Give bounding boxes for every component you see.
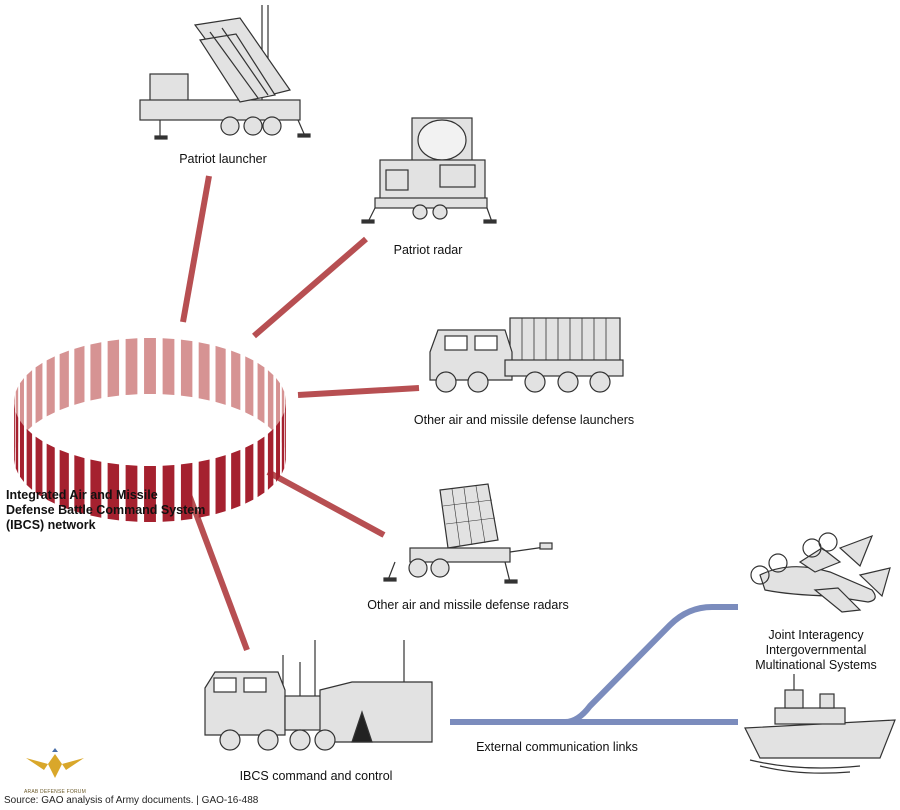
ring-segment-back <box>215 345 226 405</box>
external-links <box>450 604 738 725</box>
external-link-main <box>450 604 738 725</box>
command-control-icon <box>204 640 433 751</box>
connector-patriot-radar <box>252 236 368 339</box>
label-patriot-launcher: Patriot launcher <box>179 152 267 166</box>
ring-segment-front <box>285 403 286 466</box>
label-patriot-radar: Patriot radar <box>393 243 463 257</box>
ring-segment-front <box>14 403 15 466</box>
ring-segment-back <box>231 350 241 411</box>
connector-other-launchers <box>297 385 420 398</box>
label-other-radars: Other air and missile defense radars <box>367 598 569 612</box>
label-other-launchers: Other air and missile defense launchers <box>413 413 635 427</box>
ring-segment-front <box>125 464 138 522</box>
ring-segment-back <box>107 339 120 398</box>
ring-segment-back <box>257 362 265 424</box>
ring-segment-front <box>35 436 43 498</box>
connector-command-control <box>185 490 250 652</box>
aircraft-icon <box>750 532 891 613</box>
ring-segment-back <box>74 345 85 405</box>
ring-segment-front <box>59 449 69 510</box>
ring-segment-front <box>144 465 156 522</box>
ring-segment-back <box>198 342 210 401</box>
patriot-radar-icon <box>361 117 497 224</box>
ring-segment-front <box>74 455 85 515</box>
ring-segment-back <box>245 356 254 417</box>
ring-segment-front <box>267 428 274 490</box>
ibcs-ring <box>14 338 286 522</box>
label-command-control: IBCS command and control <box>239 769 393 783</box>
source-note: Source: GAO analysis of Army documents. … <box>4 795 259 806</box>
ring-segment-back <box>144 338 156 395</box>
ring-segment-back <box>59 350 69 411</box>
connector-other-radars <box>266 469 386 538</box>
ring-segment-front <box>231 449 241 510</box>
ring-segment-front <box>257 436 265 498</box>
ring-segment-back <box>267 370 274 432</box>
network-connectors <box>180 175 420 652</box>
ring-segment-front <box>26 428 33 490</box>
ring-segment-front <box>19 420 24 483</box>
patriot-launcher-icon <box>139 5 311 140</box>
ring-segment-front <box>180 462 193 521</box>
ring-segment-front <box>215 455 226 515</box>
ring-segment-back <box>162 338 175 396</box>
other-launchers-icon <box>429 317 624 393</box>
label-joint-systems: Joint Interagency Intergovernmental Mult… <box>755 628 877 672</box>
ring-segment-front <box>90 459 102 518</box>
ring-segment-front <box>107 462 120 521</box>
ring-segment-back <box>125 338 138 396</box>
ring-segment-front <box>162 464 175 522</box>
label-external-links: External communication links <box>476 740 638 754</box>
ship-icon <box>744 674 896 774</box>
ring-segment-front <box>198 459 210 518</box>
ibcs-network-label: Integrated Air and Missile Defense Battl… <box>6 488 206 532</box>
other-radars-icon <box>383 483 553 584</box>
eagle-icon <box>26 748 84 778</box>
ring-segment-front <box>245 443 254 504</box>
connector-patriot-launcher <box>180 175 212 323</box>
ring-segment-back <box>180 339 193 398</box>
ring-segment-back <box>26 370 33 432</box>
ring-segment-front <box>46 443 55 504</box>
ring-segment-front <box>15 412 19 474</box>
ring-segment-back <box>90 342 102 401</box>
ring-segment-front <box>281 412 285 474</box>
watermark-logo: ARAB DEFENSE FORUM <box>20 748 90 795</box>
watermark-text: ARAB DEFENSE FORUM <box>24 789 86 795</box>
ring-segment-back <box>35 362 43 424</box>
ring-segment-back <box>46 356 55 417</box>
ring-segment-front <box>276 420 281 483</box>
